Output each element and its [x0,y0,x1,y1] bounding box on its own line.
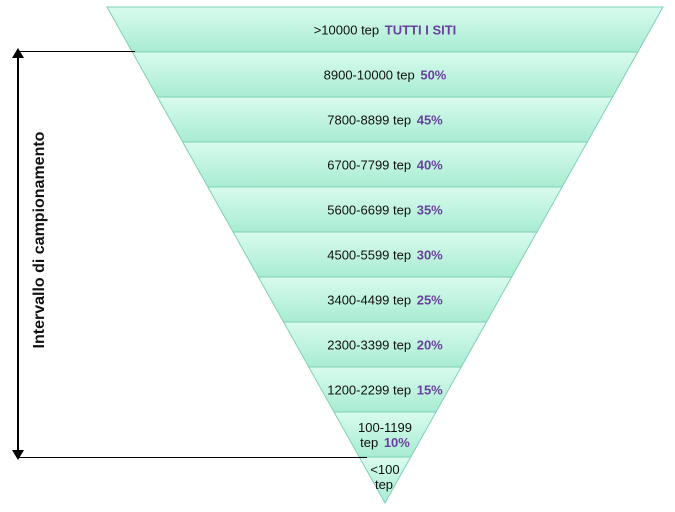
band-range: 7800-8899 tep [327,112,412,127]
arrow-down-icon [12,450,24,460]
band-label-9: 100-1199 tep 10% [352,420,419,450]
band-range: 4500-5599 tep [327,247,412,262]
band-label-5: 4500-5599 tep 30% [327,247,443,262]
band-label-1: 8900-10000 tep 50% [324,67,447,82]
band-label-0: >10000 tep TUTTI I SITI [314,22,457,37]
band-range: <100 tep [370,462,400,492]
band-range: >10000 tep [313,22,380,37]
band-share: 45% [416,112,443,127]
band-label-4: 5600-6699 tep 35% [327,202,443,217]
band-label-2: 7800-8899 tep 45% [327,112,443,127]
band-share: 30% [416,247,443,262]
band-share: 50% [420,67,447,82]
band-range: 100-1199 tep [358,419,412,450]
band-share: 10% [383,434,410,450]
band-range: 6700-7799 tep [327,157,412,172]
funnel-bands [106,6,664,505]
funnel-band-10 [358,456,412,505]
sampling-top-line [17,51,135,52]
band-share: 40% [416,157,443,172]
band-share: 20% [416,337,443,352]
band-label-6: 3400-4499 tep 25% [327,292,443,307]
band-share: 25% [416,292,443,307]
band-label-10: <100 tep [365,462,405,492]
band-share: 35% [416,202,443,217]
arrow-up-icon [12,48,24,58]
band-label-3: 6700-7799 tep 40% [327,157,443,172]
sampling-range-line [17,52,19,457]
band-label-8: 1200-2299 tep 15% [326,382,443,397]
band-label-7: 2300-3399 tep 20% [327,337,443,352]
band-share: TUTTI I SITI [384,22,457,37]
band-range: 8900-10000 tep [323,67,415,82]
band-range: 5600-6699 tep [327,202,412,217]
sampling-interval-label: Intervallo di campionamento [31,131,48,349]
band-range: 1200-2299 tep [327,382,412,397]
band-range: 2300-3399 tep [327,337,412,352]
sampling-bottom-line [17,457,367,458]
band-range: 3400-4499 tep [327,292,412,307]
band-share: 15% [416,382,443,397]
